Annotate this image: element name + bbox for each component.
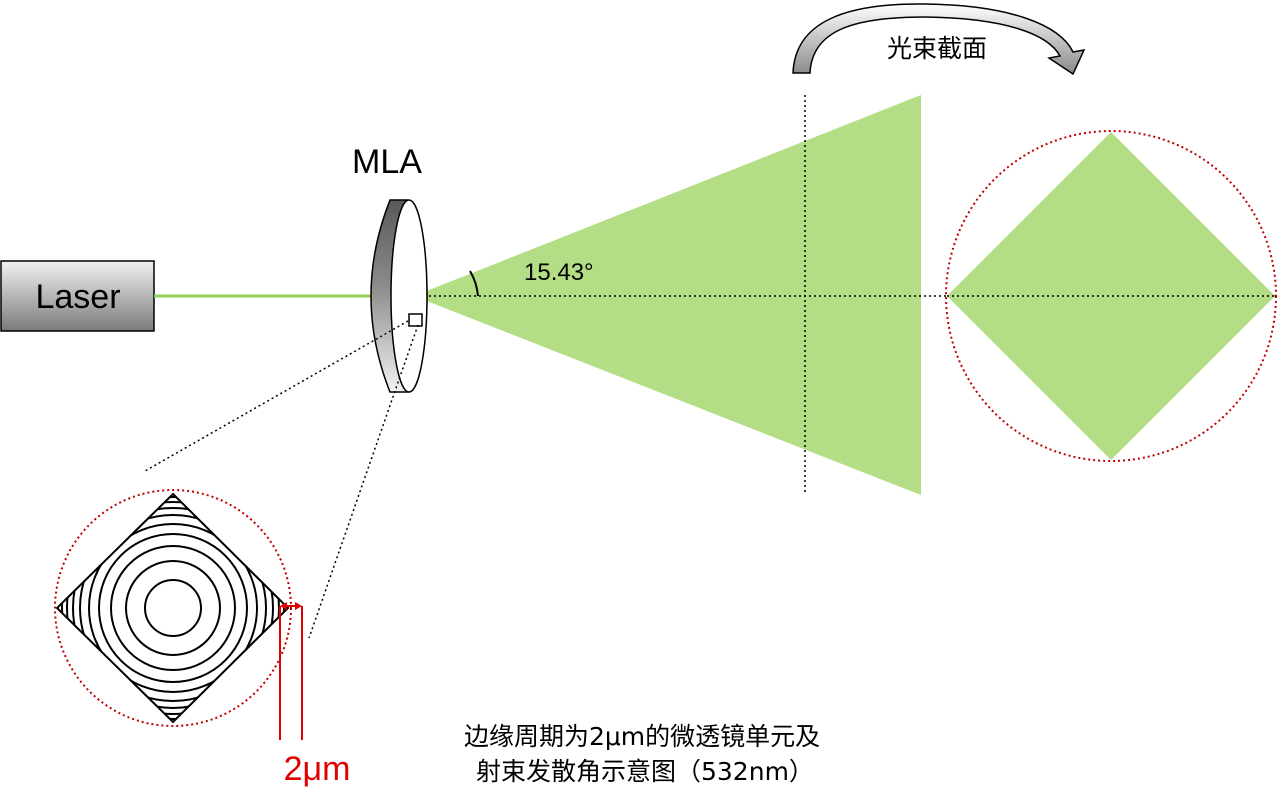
angle-arc: [469, 270, 479, 297]
angle-label: 15.43°: [524, 259, 594, 286]
unit-dotted-circle: [54, 489, 292, 727]
mla-lens: [370, 199, 428, 393]
cross-section-circle: [945, 130, 1277, 462]
beam-cone: [414, 95, 921, 495]
curved-arrow-icon: [792, 3, 1086, 76]
caption-line-1: 边缘周期为2μm的微透镜单元及: [464, 722, 820, 751]
cross-section-title: 光束截面: [887, 34, 987, 63]
laser-source: Laser: [0, 260, 155, 332]
pitch-label: 2μm: [284, 750, 351, 788]
mla-label: MLA: [352, 143, 422, 181]
unit-diamond: [55, 492, 290, 724]
laser-label: Laser: [35, 278, 120, 316]
cross-section-diamond: [947, 132, 1275, 460]
pitch-dimension: [279, 602, 303, 740]
zoom-line-left: [144, 320, 409, 472]
beam-cross-section: [945, 130, 1277, 462]
zoom-line-right: [308, 324, 419, 639]
lens-unit-marker: [408, 313, 423, 327]
caption-line-2: 射束发散角示意图（532nm）: [476, 757, 814, 786]
